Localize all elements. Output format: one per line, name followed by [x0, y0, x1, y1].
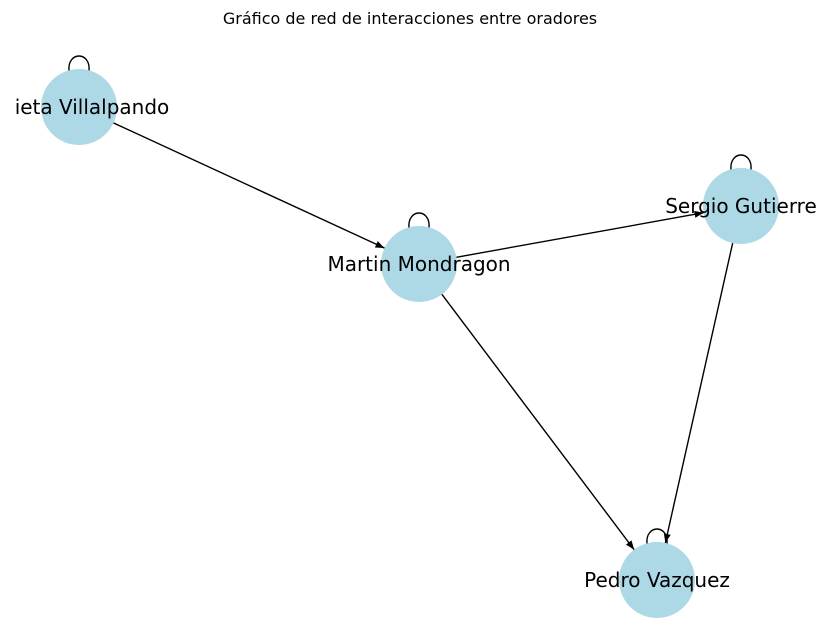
self-loop-sergio [730, 154, 752, 171]
edge-layer [113, 122, 734, 551]
node-julieta [41, 69, 117, 145]
edge-arrowhead [625, 540, 635, 550]
node-label-martin: Martin Mondragon [327, 252, 510, 276]
node-label-julieta: ieta Villalpando [15, 95, 170, 119]
node-martin [381, 226, 457, 302]
edge-arrowhead [694, 210, 704, 218]
edge-arrowhead [374, 241, 385, 249]
edge-julieta-martin [113, 122, 385, 249]
self-loop-julieta [68, 55, 90, 72]
node-layer [41, 69, 779, 618]
edge-martin-pedro [441, 293, 635, 551]
graph-title: Gráfico de red de interacciones entre or… [223, 9, 597, 28]
self-loop-pedro [646, 528, 668, 545]
self-loop-martin [408, 212, 430, 229]
node-sergio [703, 168, 779, 244]
node-label-pedro: Pedro Vazquez [584, 568, 730, 592]
self-loop-layer [68, 55, 752, 545]
edge-sergio-pedro [664, 242, 734, 544]
edge-martin-sergio [456, 212, 704, 258]
node-label-sergio: Sergio Gutierre [665, 194, 817, 218]
node-pedro [619, 542, 695, 618]
